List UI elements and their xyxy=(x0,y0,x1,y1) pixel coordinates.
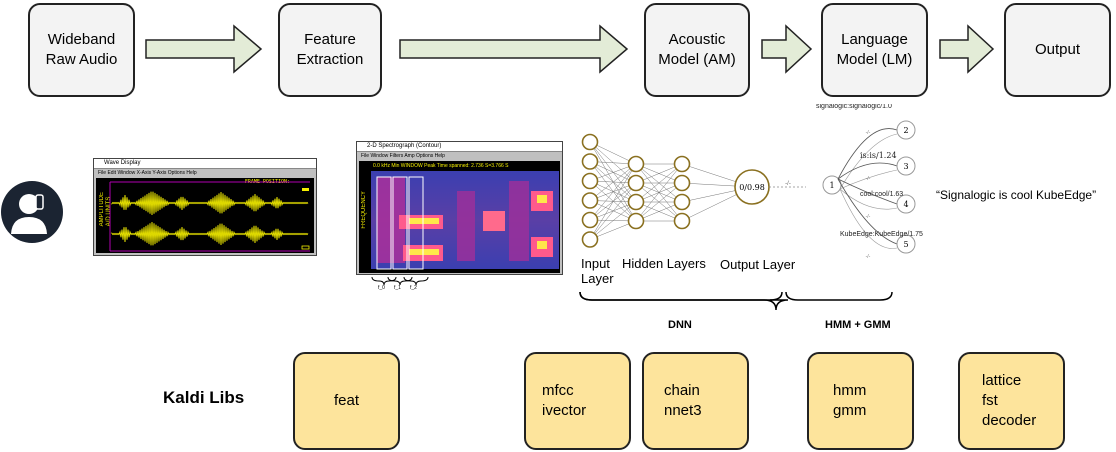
fst-back-label-1: -/- xyxy=(866,176,871,182)
lib-chain-nnet3: chain nnet3 xyxy=(642,352,749,450)
lib-feat: feat xyxy=(293,352,400,450)
neuron-1-2 xyxy=(627,193,645,211)
spec-window-title: 2-D Spectrograph (Contour) xyxy=(357,142,562,152)
spec-readout: 0.0 kHz Min WINDOW Peak Time spanned: 2.… xyxy=(373,163,509,169)
neuron-0-4 xyxy=(581,211,599,229)
fst-node-2 xyxy=(896,120,916,140)
nn-edge-label: -/- xyxy=(785,181,791,187)
waveform xyxy=(109,181,310,252)
hmm-fst-graph: 1 2 signalogic:signalogic/1.0 -/- 3 is:is/1.2… xyxy=(816,104,923,260)
stage-wideband-raw-audio: Wideband Raw Audio xyxy=(28,3,135,97)
spectrogram-heatmap xyxy=(371,171,559,270)
neuron-0-2 xyxy=(581,172,599,190)
neuron-0-0 xyxy=(581,133,599,151)
fst-arc-label-1: is:is/1.24 xyxy=(860,151,897,160)
fst-back-label-3: -/- xyxy=(866,254,871,260)
neuron-1-3 xyxy=(627,212,645,230)
frame-braces xyxy=(371,276,429,286)
wave-window-title: Wave Display xyxy=(94,159,316,169)
neuron-1-0 xyxy=(627,155,645,173)
hmm-gmm-label: HMM + GMM xyxy=(825,319,891,331)
frame-label-1: f_1 xyxy=(394,285,401,291)
wave-trace-0 xyxy=(111,191,309,216)
lib-lattice-fst-decoder: lattice fst decoder xyxy=(958,352,1065,450)
stage-feature-extraction: Feature Extraction xyxy=(278,3,382,97)
svg-text:5: 5 xyxy=(903,240,908,249)
fst-node-3 xyxy=(896,156,916,176)
stage-language-model: Language Model (LM) xyxy=(821,3,928,97)
spec-plot: 0.0 kHz Min WINDOW Peak Time spanned: 2.… xyxy=(359,161,560,273)
dnn-diagram: 0/0.98 -/- xyxy=(581,133,806,248)
wave-display-window: Wave Display File Edit Window X-Axis Y-A… xyxy=(93,158,317,256)
fst-arc-label-3: KubeEdge:KubeEdge/1.75 xyxy=(840,231,923,238)
neuron-0-5 xyxy=(581,231,599,248)
neuron-2-0 xyxy=(673,155,691,173)
kaldi-libs-title: Kaldi Libs xyxy=(163,388,245,407)
neuron-2-1 xyxy=(673,174,691,192)
hidden-layers-label: Hidden Layers xyxy=(622,256,706,271)
neuron-0-1 xyxy=(581,153,599,170)
lib-hmm-gmm: hmm gmm xyxy=(807,352,914,450)
fst-back-label-0: -/- xyxy=(866,130,871,136)
fst-arc-label-0: signalogic:signalogic/1.0 xyxy=(816,104,892,110)
output-node-label: 0/0.98 xyxy=(739,183,765,192)
lib-mfcc-ivector: mfcc ivector xyxy=(524,352,631,450)
input-layer-label: Input Layer xyxy=(581,256,614,286)
speaker-phone-icon xyxy=(1,181,63,243)
fst-arc-label-2: cool:cool/1.63 xyxy=(860,191,903,198)
arrow-1 xyxy=(145,24,263,74)
brackets xyxy=(579,291,893,311)
fst-node-4 xyxy=(896,194,916,214)
stage-output: Output xyxy=(1004,3,1111,97)
arrow-3 xyxy=(761,24,813,74)
spectrograph-window: 2-D Spectrograph (Contour) File Window F… xyxy=(356,141,563,275)
neuron-1-1 xyxy=(627,174,645,192)
fst-node-5 xyxy=(896,234,916,254)
neuron-2-3 xyxy=(673,212,691,230)
svg-text:3: 3 xyxy=(903,162,908,171)
neuron-0-3 xyxy=(581,192,599,209)
wave-trace-1 xyxy=(111,221,309,246)
wave-window-menu: File Edit Window X-Axis Y-Axis Options H… xyxy=(98,170,197,176)
spec-window-menu: File Window Filters Amp Options Help xyxy=(361,153,445,159)
frame-label-2: f_2 xyxy=(410,285,417,291)
svg-text:2: 2 xyxy=(903,126,908,135)
wave-plot: FRAME POSITION: AMPLITUDE A/D UNITS xyxy=(96,178,314,253)
dnn-label: DNN xyxy=(668,319,692,331)
output-layer-label: Output Layer xyxy=(720,257,796,272)
svg-text:1: 1 xyxy=(829,181,834,190)
arrow-4 xyxy=(939,24,995,74)
fst-back-label-2: -/- xyxy=(866,214,871,220)
svg-text:4: 4 xyxy=(903,200,908,209)
arrow-2 xyxy=(399,24,629,74)
neuron-2-2 xyxy=(673,193,691,211)
recognized-text: “Signalogic is cool KubeEdge” xyxy=(936,188,1097,202)
stage-acoustic-model: Acoustic Model (AM) xyxy=(644,3,750,97)
frame-label-0: f_0 xyxy=(378,285,385,291)
